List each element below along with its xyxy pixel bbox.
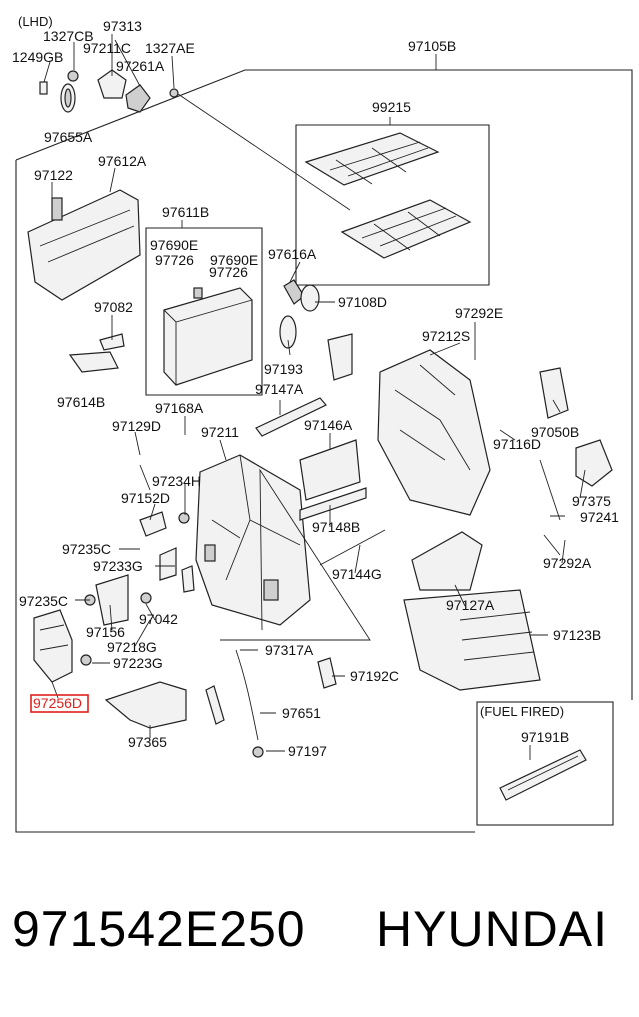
label-97616a: 97616A <box>268 246 317 262</box>
label-97614b: 97614B <box>57 394 105 410</box>
small-sensors <box>68 279 353 381</box>
label-97156: 97156 <box>86 624 125 640</box>
label-97235c-2: 97235C <box>19 593 68 609</box>
label-97191b: 97191B <box>521 729 569 745</box>
label-97261a: 97261A <box>116 58 165 74</box>
label-97211: 97211 <box>201 424 239 440</box>
label-97292a: 97292A <box>543 555 592 571</box>
label-97233g: 97233G <box>93 558 143 574</box>
case-box <box>145 227 263 396</box>
blower-housing <box>377 349 613 521</box>
label-97223g: 97223G <box>113 655 163 671</box>
label-97365: 97365 <box>128 734 167 750</box>
door-parts <box>84 397 561 626</box>
fuel-fired-box <box>476 701 614 826</box>
evaporator-core <box>163 287 253 386</box>
label-1249gb: 1249GB <box>12 49 63 65</box>
label-97127a: 97127A <box>446 597 495 613</box>
label-1327cb: 1327CB <box>43 28 94 44</box>
label-97651: 97651 <box>282 705 321 721</box>
label-97192c: 97192C <box>350 668 399 684</box>
label-97218g: 97218G <box>107 639 157 655</box>
lower-duct <box>104 681 187 729</box>
drain-hose <box>205 649 337 758</box>
label-97375: 97375 <box>572 493 611 509</box>
variant-label: (LHD) <box>18 14 53 29</box>
label-97082: 97082 <box>94 299 133 315</box>
label-97144g: 97144G <box>332 566 382 582</box>
evaporator-plate <box>411 531 483 591</box>
leader-lines <box>43 34 586 760</box>
label-97726-1: 97726 <box>155 252 194 268</box>
brand-name: HYUNDAI <box>376 901 609 957</box>
label-97241: 97241 <box>580 509 619 525</box>
label-97726-2: 97726 <box>209 264 248 280</box>
label-97123b: 97123B <box>553 627 601 643</box>
label-97313: 97313 <box>103 18 142 34</box>
label-97122: 97122 <box>34 167 73 183</box>
label-97655a: 97655A <box>44 129 93 145</box>
label-97212s: 97212S <box>422 328 470 344</box>
part-number: 971542E250 <box>12 901 306 957</box>
air-filter <box>304 132 472 259</box>
heater-core <box>403 589 541 691</box>
label-1327ae: 1327AE <box>145 40 195 56</box>
label-97611b: 97611B <box>162 204 209 220</box>
label-97193: 97193 <box>264 361 303 377</box>
label-97152d: 97152D <box>121 490 170 506</box>
label-97042: 97042 <box>139 611 178 627</box>
label-97108d: 97108D <box>338 294 387 310</box>
label-99215: 99215 <box>372 99 411 115</box>
label-97148b: 97148B <box>312 519 360 535</box>
top-fittings <box>39 69 179 113</box>
label-97612a: 97612A <box>98 153 147 169</box>
label-97317a: 97317A <box>265 642 314 658</box>
assembly-frame <box>15 69 633 833</box>
label-97292e: 97292E <box>455 305 503 321</box>
highlight-frame <box>30 694 89 713</box>
label-97116d: 97116D <box>493 436 541 452</box>
filter-box <box>295 124 490 286</box>
label-97129d: 97129D <box>112 418 161 434</box>
label-97197: 97197 <box>288 743 327 759</box>
label-97211c: 97211C <box>83 40 131 56</box>
fuel-fired-label: (FUEL FIRED) <box>480 704 564 719</box>
label-97168a: 97168A <box>155 400 204 416</box>
fuel-fired-core <box>499 749 587 801</box>
heater-housing <box>195 454 311 626</box>
label-97256d: 97256D <box>33 695 82 711</box>
parts-diagram: (LHD) 1327CB 97313 97211C 1249GB 97261A … <box>12 14 633 833</box>
label-97690e-2: 97690E <box>210 252 258 268</box>
label-97235c-1: 97235C <box>62 541 111 557</box>
label-97050b: 97050B <box>531 424 579 440</box>
left-duct <box>27 189 141 301</box>
label-97146a: 97146A <box>304 417 353 433</box>
footer: 971542E250 HYUNDAI <box>0 900 639 980</box>
label-97234h: 97234H <box>152 473 201 489</box>
blower-motor <box>33 609 92 683</box>
label-97105b: 97105B <box>408 38 456 54</box>
label-97147a: 97147A <box>255 381 304 397</box>
label-97690e-1: 97690E <box>150 237 198 253</box>
